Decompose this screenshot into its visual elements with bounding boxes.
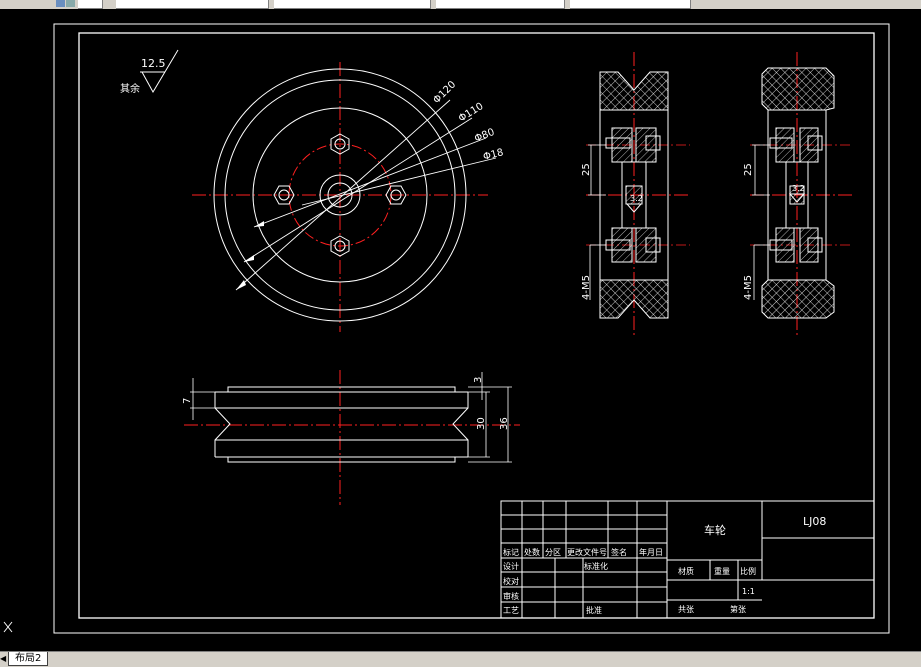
- part-name: 车轮: [704, 523, 726, 537]
- roughness-symbol: 12.5 其余: [120, 49, 179, 95]
- finish-a: 3.2: [630, 194, 643, 203]
- sheets-total: 共张: [678, 605, 694, 614]
- scale-label: 比例: [740, 566, 756, 576]
- scale-value: 1:1: [742, 587, 755, 596]
- remaining-note: 其余: [120, 82, 140, 95]
- sheet-outer-border: [53, 23, 890, 634]
- dim-d80: Φ80: [473, 127, 496, 145]
- bolt-a: 4-M5: [581, 275, 592, 300]
- material-label: 材质: [678, 566, 694, 576]
- top-view: 7 3 30 36: [182, 370, 520, 505]
- rev-col-header: 更改文件号: [567, 547, 607, 557]
- dim-width-36: 36: [499, 417, 510, 430]
- rev-col-header: 分区: [545, 548, 561, 557]
- rev-col-header: 年月日: [639, 547, 663, 557]
- drawing-canvas[interactable]: 12.5 其余 Φ120 Φ110 Φ80 Φ18: [0, 9, 921, 651]
- weight-label: 重量: [714, 566, 730, 576]
- dim-width-30: 30: [476, 417, 487, 430]
- section-view-b: 3.2 25 4-M5: [743, 52, 852, 338]
- rev-col-header: 标记: [503, 547, 519, 557]
- tab-layout2[interactable]: 布局2: [8, 652, 49, 666]
- plotstyle-dropdown[interactable]: [570, 0, 691, 9]
- title-block-text: 车轮 LJ08 标记 处数 分区 更改文件号 签名 年月日 设计 校对 审核 工…: [503, 515, 826, 615]
- standardization-label: 标准化: [584, 561, 608, 571]
- approve-label: 批准: [586, 605, 602, 615]
- sheet-no: 第张: [730, 604, 746, 614]
- front-view: Φ120 Φ110 Φ80 Φ18: [192, 62, 505, 332]
- lineweight-dropdown[interactable]: [436, 0, 565, 9]
- roughness-value: 12.5: [141, 57, 166, 70]
- toolbar-icon[interactable]: [66, 0, 75, 7]
- linetype-dropdown[interactable]: [274, 0, 431, 9]
- dim-groove-7: 7: [182, 398, 193, 404]
- layer-dropdown[interactable]: [116, 0, 269, 9]
- toolbar-strip: [0, 0, 921, 9]
- title-block: [500, 500, 875, 619]
- row-label-design: 设计: [503, 561, 519, 571]
- row-label-process: 工艺: [503, 606, 519, 615]
- dim-25-a: 25: [581, 163, 592, 176]
- tab-scroll-left-icon[interactable]: ◀: [0, 654, 7, 663]
- dim-d120: Φ120: [431, 79, 458, 106]
- bolt-b: 4-M5: [743, 275, 754, 300]
- rev-col-header: 签名: [611, 547, 627, 557]
- toolbar-icon[interactable]: [56, 0, 65, 7]
- ucs-icon: [3, 621, 13, 633]
- layout-tab-bar: ◀ 布局2: [0, 651, 921, 667]
- finish-b: 3.2: [792, 184, 805, 193]
- dim-groove-3: 3: [473, 377, 484, 383]
- row-label-check: 校对: [503, 576, 519, 586]
- rev-col-header: 处数: [524, 547, 540, 557]
- drawing-number: LJ08: [803, 515, 826, 528]
- dim-d18: Φ18: [482, 147, 505, 163]
- dim-d110: Φ110: [457, 101, 486, 125]
- section-view-a: 3.2 25 4-M5: [581, 52, 690, 338]
- toolbar-dropdown[interactable]: [78, 0, 103, 9]
- row-label-review: 审核: [503, 591, 519, 601]
- drawing-frame: [78, 32, 875, 619]
- dim-25-b: 25: [743, 163, 754, 176]
